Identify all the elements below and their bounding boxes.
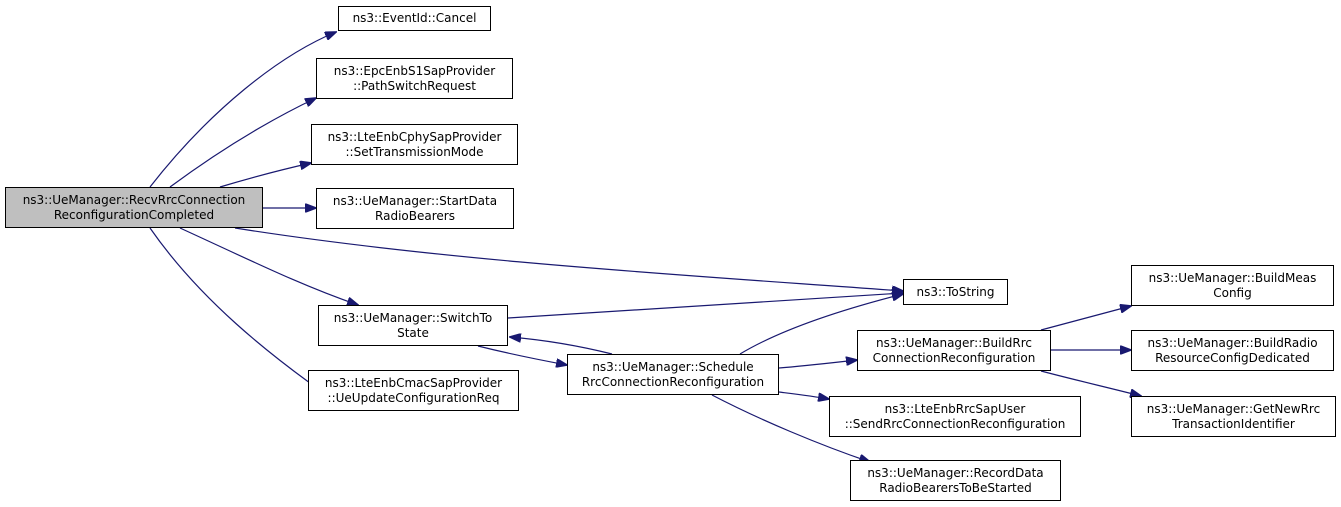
node-label-line: ns3::LteEnbRrcSapUser (884, 401, 1026, 416)
edge-root-to-to-string (234, 227, 903, 291)
node-label-line: ns3::LteEnbCphySapProvider (327, 129, 502, 144)
node-label-line: ::PathSwitchRequest (353, 78, 476, 93)
node-record-data-radio-bearers-to-be-started[interactable]: ns3::UeManager::RecordData RadioBearersT… (850, 460, 1061, 501)
edge-schedule-to-record-drb (711, 394, 870, 462)
edge-root-to-switch-to-state (179, 227, 358, 305)
node-label-line: RadioBearers (375, 208, 455, 223)
edge-root-to-event-cancel (149, 32, 336, 188)
edge-build-rrc-to-build-meas (1040, 306, 1131, 331)
node-label-line: ReconfigurationCompleted (53, 207, 215, 222)
node-label-line: ConnectionReconfiguration (872, 350, 1036, 365)
edge-switch-to-schedule (477, 345, 567, 365)
node-label-line: ns3::UeManager::BuildRrc (876, 335, 1032, 350)
node-label-line: ns3::UeManager::GetNewRrc (1146, 401, 1321, 416)
node-send-rrc-connection-reconfiguration[interactable]: ns3::LteEnbRrcSapUser ::SendRrcConnectio… (829, 396, 1081, 437)
node-label-line: TransactionIdentifier (1172, 416, 1295, 431)
node-path-switch-request[interactable]: ns3::EpcEnbS1SapProvider ::PathSwitchReq… (316, 58, 513, 99)
node-build-meas-config[interactable]: ns3::UeManager::BuildMeas Config (1131, 265, 1334, 306)
node-label-line: ns3::ToString (916, 284, 995, 299)
edge-root-to-set-tx-mode (219, 163, 311, 188)
node-label-line: ::UeUpdateConfigurationReq (327, 390, 500, 405)
edge-schedule-to-send-rrc (778, 391, 829, 399)
node-switch-to-state[interactable]: ns3::UeManager::SwitchTo State (318, 305, 508, 346)
node-label-line: ::SendRrcConnectionReconfiguration (844, 416, 1066, 431)
node-build-radio-resource-config-dedicated[interactable]: ns3::UeManager::BuildRadio ResourceConfi… (1131, 330, 1334, 371)
edge-schedule-to-build-rrc (778, 360, 857, 369)
node-build-rrc-connection-reconfiguration[interactable]: ns3::UeManager::BuildRrc ConnectionRecon… (857, 330, 1051, 371)
node-ue-update-configuration-req[interactable]: ns3::LteEnbCmacSapProvider ::UeUpdateCon… (308, 370, 519, 411)
node-label-line: ResourceConfigDedicated (1155, 350, 1310, 365)
node-event-id-cancel[interactable]: ns3::EventId::Cancel (338, 6, 491, 31)
edge-root-to-ue-update-cfg (149, 227, 328, 396)
node-label-line: ns3::EventId::Cancel (352, 11, 477, 25)
node-label-line: ns3::UeManager::BuildMeas (1148, 270, 1317, 285)
node-label-line: State (397, 325, 429, 340)
node-get-new-rrc-transaction-identifier[interactable]: ns3::UeManager::GetNewRrc TransactionIde… (1131, 396, 1336, 437)
node-label-line: ns3::EpcEnbS1SapProvider (333, 63, 496, 78)
edge-root-to-path-switch (169, 98, 316, 188)
node-label-line: ns3::UeManager::BuildRadio (1147, 335, 1318, 350)
node-start-data-radio-bearers[interactable]: ns3::UeManager::StartData RadioBearers (316, 188, 514, 229)
node-label-line: ns3::UeManager::Schedule (592, 359, 754, 374)
node-recv-rrc-connection-reconfiguration-completed: ns3::UeManager::RecvRrcConnection Reconf… (5, 187, 263, 228)
node-label-line: ns3::UeManager::RecordData (867, 465, 1044, 480)
node-label-line: ns3::UeManager::SwitchTo (333, 310, 493, 325)
edge-switch-to-to-string (507, 293, 903, 319)
edge-build-rrc-to-get-new-rrc (1040, 370, 1141, 396)
node-label-line: RadioBearersToBeStarted (879, 480, 1032, 495)
node-label-line: ns3::LteEnbCmacSapProvider (324, 375, 503, 390)
node-label-line: ns3::UeManager::StartData (332, 193, 498, 208)
node-label-line: RrcConnectionReconfiguration (581, 374, 765, 389)
node-schedule-rrc-connection-reconfiguration[interactable]: ns3::UeManager::Schedule RrcConnectionRe… (567, 354, 779, 395)
node-label-line: ::SetTransmissionMode (345, 144, 484, 159)
edge-schedule-to-switch (510, 337, 613, 355)
node-label-line: ns3::UeManager::RecvRrcConnection (22, 192, 246, 207)
edge-schedule-to-to-string (739, 294, 903, 355)
node-label-line: Config (1213, 285, 1252, 300)
node-to-string[interactable]: ns3::ToString (903, 279, 1008, 305)
node-set-transmission-mode[interactable]: ns3::LteEnbCphySapProvider ::SetTransmis… (311, 124, 518, 165)
